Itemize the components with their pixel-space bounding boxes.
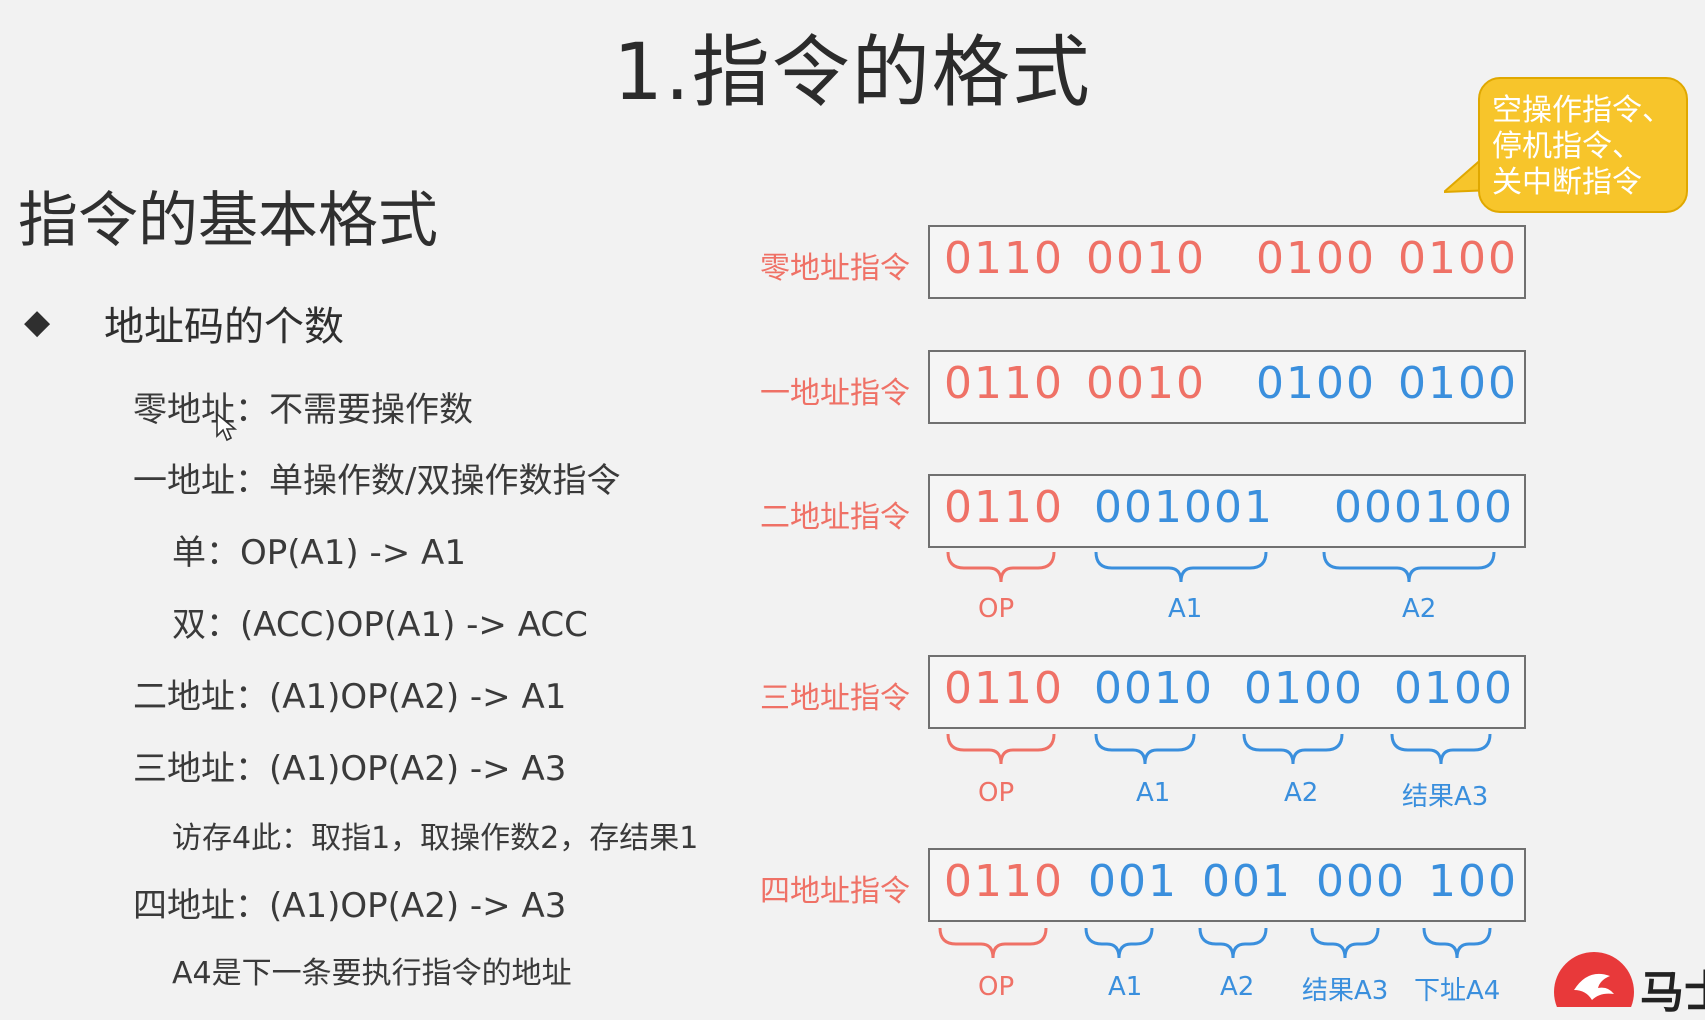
text-line-two-address: 二地址：(A1)OP(A2) -> A1 [133,677,567,717]
instruction-box-three-address: 0110 0010 0100 0100 [928,655,1526,729]
bit-field: 0010 [1094,663,1214,714]
instruction-box-zero-address: 0110 0010 0100 0100 [928,225,1526,299]
brace-op [946,733,1056,765]
brace-a1 [1094,733,1196,765]
text-line-double: 双：(ACC)OP(A1) -> ACC [172,605,588,645]
text-line-a4-note: A4是下一条要执行指令的地址 [172,956,572,991]
brace-a2 [1242,733,1344,765]
bit-field: 0100 [1394,663,1514,714]
row-label-zero-address: 零地址指令 [760,251,910,286]
bit-field: 0100 [1398,358,1518,409]
brace-op [946,551,1056,583]
callout-line: 空操作指令、 [1492,93,1672,128]
brace-next-a4 [1422,927,1492,959]
instruction-box-two-address: 0110 001001 000100 [928,474,1526,548]
bit-field: 0010 [1086,358,1206,409]
section-title: 指令的基本格式 [18,186,438,256]
instruction-box-one-address: 0110 0010 0100 0100 [928,350,1526,424]
text-line-four-address: 四地址：(A1)OP(A2) -> A3 [133,886,567,926]
row-label-two-address: 二地址指令 [760,500,910,535]
text-line-memory-access: 访存4此：取指1，取操作数2，存结果1 [172,821,699,856]
row-label-one-address: 一地址指令 [760,376,910,411]
brand-logo-icon [1554,952,1634,1007]
bit-field: 0110 [944,482,1064,533]
bit-field: 0100 [1256,233,1376,284]
brace-label-op: OP [978,972,1015,1002]
row-label-four-address: 四地址指令 [760,874,910,909]
bit-field: 000100 [1334,482,1514,533]
brace-result-a3 [1310,927,1380,959]
brace-a2 [1322,551,1496,583]
instruction-box-four-address: 0110 001 001 000 100 [928,848,1526,922]
brace-label-op: OP [978,594,1015,624]
callout-line: 停机指令、 [1492,129,1642,164]
brace-a2 [1198,927,1268,959]
brace-label-next-a4: 下址A4 [1414,976,1501,1006]
bit-field: 0110 [944,663,1064,714]
bit-field: 100 [1428,856,1518,907]
brace-op [938,927,1048,959]
bit-field: 0010 [1086,233,1206,284]
brace-label-result-a3: 结果A3 [1302,976,1389,1006]
brace-a1 [1084,927,1154,959]
brace-label-op: OP [978,778,1015,808]
brace-label-a1: A1 [1136,778,1171,808]
callout-line: 关中断指令 [1492,165,1642,200]
callout-bubble: 空操作指令、 停机指令、 关中断指令 [1478,77,1688,213]
text-line-zero-address: 零地址：不需要操作数 [133,390,473,430]
bit-field: 0110 [944,856,1064,907]
bit-field: 001001 [1094,482,1274,533]
bit-field: 0100 [1244,663,1364,714]
text-line-three-address: 三地址：(A1)OP(A2) -> A3 [133,749,567,789]
page-title: 1.指令的格式 [613,28,1092,118]
brace-label-a2: A2 [1402,594,1437,624]
text-line-one-address: 一地址：单操作数/双操作数指令 [133,461,621,501]
text-line-single: 单：OP(A1) -> A1 [172,533,466,573]
bit-field: 0100 [1256,358,1376,409]
bit-field: 0110 [944,358,1064,409]
row-label-three-address: 三地址指令 [760,681,910,716]
brace-label-a1: A1 [1168,594,1203,624]
mouse-cursor-icon [216,412,237,442]
diamond-bullet-icon: ◆ [24,302,51,342]
brace-label-result-a3: 结果A3 [1402,782,1489,812]
brace-label-a2: A2 [1220,972,1255,1002]
bullet-heading: 地址码的个数 [104,304,344,350]
brace-result-a3 [1390,733,1492,765]
brace-a1 [1094,551,1268,583]
bit-field: 0100 [1398,233,1518,284]
brace-label-a1: A1 [1108,972,1143,1002]
brand-logo-text: 马士 [1640,967,1705,1018]
bit-field: 000 [1316,856,1406,907]
brace-label-a2: A2 [1284,778,1319,808]
bit-field: 0110 [944,233,1064,284]
bit-field: 001 [1202,856,1292,907]
bit-field: 001 [1088,856,1178,907]
